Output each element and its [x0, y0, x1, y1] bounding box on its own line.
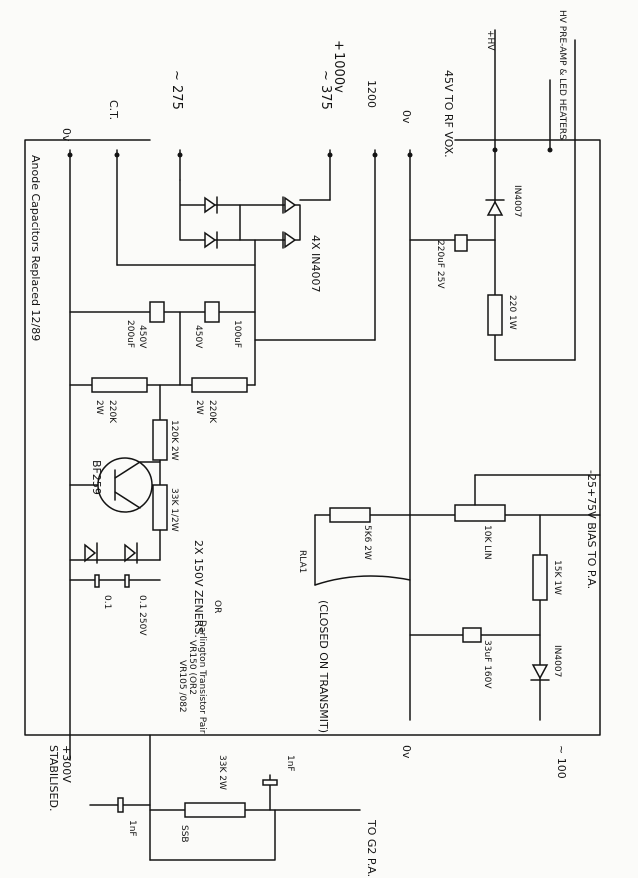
label-diodes: 4X IN4007: [309, 235, 322, 293]
label-cap-01a: 0.1: [102, 595, 112, 609]
label-r33k: 33K 1/2W: [169, 488, 179, 532]
junction-dot: [327, 152, 333, 158]
label-r120k: 120K 2W: [169, 420, 179, 461]
label-stabilised: STABILISED.: [47, 745, 60, 811]
outer-frame: [24, 139, 601, 736]
junction-dot: [407, 152, 413, 158]
label-left-note: Anode Capacitors Replaced 12/89: [29, 155, 42, 341]
label-cap-450b: 450V: [193, 325, 203, 349]
label-0v: 0v: [60, 128, 73, 142]
resistor-220k-b: [191, 377, 248, 393]
label-cap-220: 220uF 25V: [435, 240, 445, 289]
label-hv-1200: 1200: [365, 80, 378, 108]
bridge-diode: [204, 231, 218, 249]
label-diode-bot: IN4007: [552, 645, 562, 677]
label-hv-ctrl: +HV: [485, 30, 495, 51]
label-diode-top: IN4007: [512, 185, 522, 217]
bridge-diode: [282, 231, 297, 249]
capacitor-220uf: [454, 234, 468, 252]
label-ac100: ~ 100: [555, 745, 568, 779]
relay-contact: [314, 575, 411, 586]
resistor-15k: [532, 554, 548, 601]
resistor-220k-a: [91, 377, 148, 393]
label-r33k-2w: 33K 2W: [217, 755, 227, 790]
label-note-part2: VR105 /082: [177, 660, 187, 713]
label-note-part1: VR150 (OR2: [187, 640, 197, 695]
transistor-bf259: [97, 457, 153, 513]
label-to-rf: 45V TO RF VOX.: [442, 70, 455, 158]
diode-in4007-top: [485, 199, 505, 216]
resistor-33k: [152, 484, 168, 531]
bridge-loop: [179, 179, 241, 241]
label-cap-1nf-a: 1nF: [127, 820, 137, 837]
zener-diode: [124, 542, 138, 564]
label-out-300: +300V: [60, 745, 73, 783]
label-preamp: HV PRE-AMP & LED HEATERS: [557, 10, 567, 140]
label-cap-450a: 450V: [137, 325, 147, 349]
transistor-emitter: [114, 491, 141, 509]
label-note-darl: Darlington Transistor Pair: [197, 620, 207, 734]
label-cap-01b: 0.1 250V: [137, 595, 147, 636]
capacitor-0.1-b: [124, 574, 130, 588]
label-bias: -25+75V BIAS TO P.A.: [585, 470, 598, 589]
label-r220k-a-w: 2W: [94, 400, 104, 415]
label-r220k-b-w: 2W: [194, 400, 204, 415]
label-r5k6: 5K6 2W: [362, 525, 372, 560]
label-r220k-a: 220K: [107, 400, 117, 424]
label-hv-plus: +: [331, 40, 346, 51]
junction-dot: [177, 152, 183, 158]
capacitor-0.1-a: [94, 574, 100, 588]
pot-10k: [454, 504, 506, 522]
label-bottom-ov: 0v: [400, 745, 413, 759]
label-cap-1000: 100uF: [232, 320, 242, 348]
bridge-diode: [282, 196, 297, 214]
filter-capacitor: [204, 301, 220, 323]
label-ac375: ~ 375: [318, 70, 333, 110]
label-r220k-b: 220K: [207, 400, 217, 424]
bridge-diode: [204, 196, 218, 214]
capacitor-1nf-a: [117, 797, 124, 813]
bridge-loop-2: [239, 204, 301, 241]
zener-diode: [84, 542, 98, 564]
junction-dot: [492, 147, 498, 153]
label-note-or: OR: [212, 600, 222, 613]
capacitor-33uf: [462, 627, 482, 643]
ssb-switch: [149, 809, 276, 861]
label-hv-1000: 1000v: [331, 52, 346, 93]
label-cap-1nf-b: 1nF: [285, 755, 295, 772]
label-transistor: BF259: [90, 460, 103, 495]
resistor-5k6: [329, 507, 371, 523]
label-ov: 0v: [400, 110, 413, 124]
label-zeners: 2X 150V ZENERS.: [192, 540, 205, 638]
capacitor-1nf-b: [262, 779, 278, 786]
junction-dot: [547, 147, 553, 153]
label-ct: C.T.: [107, 100, 120, 120]
label-rla: RLA1: [297, 550, 307, 573]
diode-in4007-bottom: [530, 664, 550, 681]
resistor-120k: [152, 419, 168, 461]
junction-dot: [114, 152, 120, 158]
label-cap-33: 33uF 160V: [482, 640, 492, 689]
resistor-33k-2w: [184, 802, 246, 818]
resistor-220: [487, 294, 503, 336]
label-closed: (CLOSED ON TRANSMIT): [317, 600, 330, 733]
transistor-collector: [114, 461, 141, 479]
label-cap-200: 200uF: [125, 320, 135, 348]
junction-dot: [67, 152, 73, 158]
label-r220: 220 1W: [507, 295, 517, 330]
label-pot-10k: 10K LIN: [482, 525, 492, 560]
label-r15k: 15K 1W: [552, 560, 562, 595]
junction-dot: [372, 152, 378, 158]
label-ssb: SSB: [179, 825, 189, 843]
label-ac275: ~ 275: [169, 70, 184, 110]
filter-capacitor: [149, 301, 165, 323]
label-to-g2: TO G2 P.A.: [365, 819, 378, 877]
